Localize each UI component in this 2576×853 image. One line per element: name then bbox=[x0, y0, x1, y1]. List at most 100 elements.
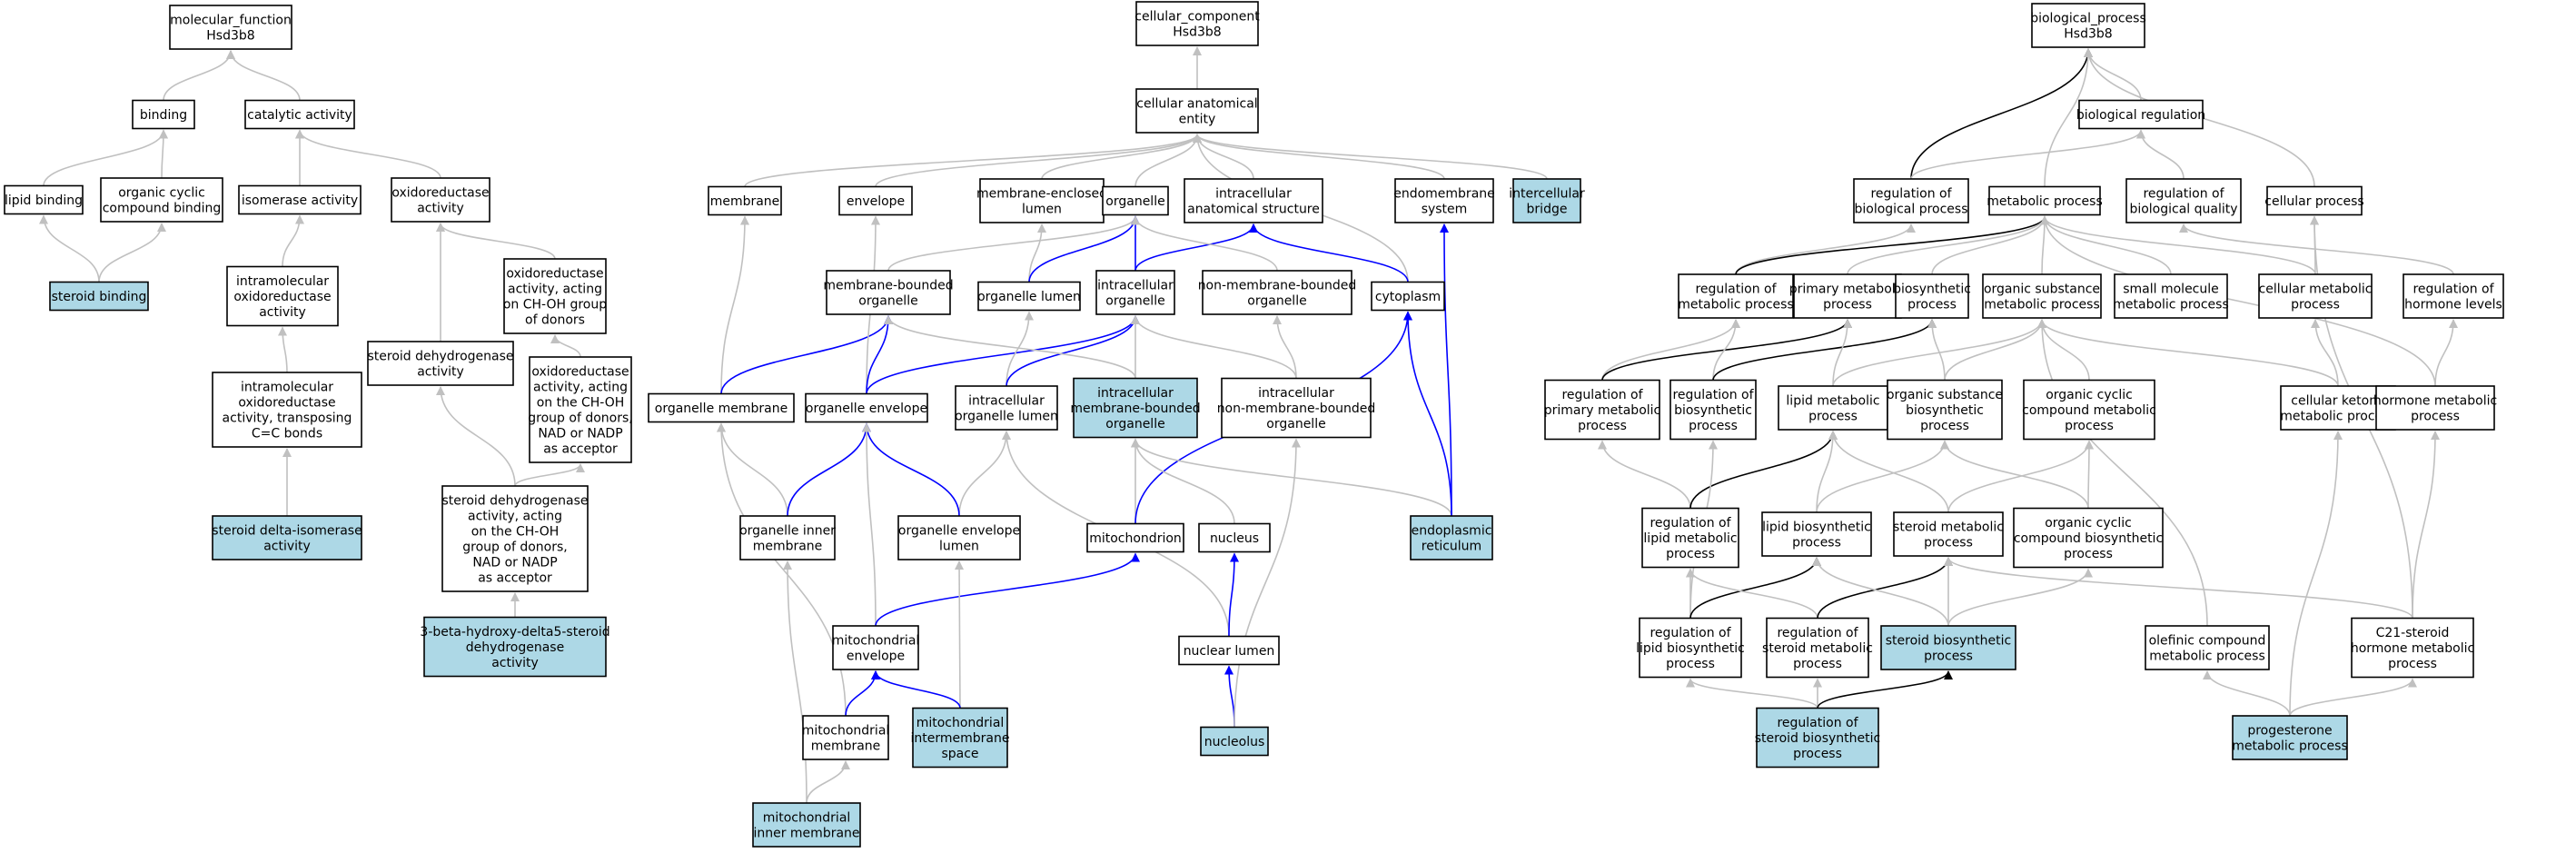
node-binding[interactable]: binding bbox=[132, 99, 195, 130]
node-box bbox=[1880, 625, 2016, 670]
node-catalytic[interactable]: catalytic activity bbox=[244, 99, 355, 130]
edge-steroid_dh_nad-to-oxred_nad bbox=[514, 463, 585, 487]
node-org-lumen[interactable]: organelle lumen bbox=[977, 281, 1081, 312]
node-label-line: regulation of bbox=[1650, 516, 1731, 531]
node-organelle[interactable]: organelle bbox=[1102, 185, 1169, 216]
node-isomerase[interactable]: isomerase activity bbox=[238, 184, 362, 215]
node-box bbox=[955, 385, 1058, 431]
node-nucleus[interactable]: nucleus bbox=[1198, 522, 1271, 553]
edge-endomembrane-to-anat_entity bbox=[1193, 134, 1445, 180]
node-box bbox=[1086, 522, 1184, 553]
edge-bio_reg-to-bp_root bbox=[2084, 48, 2142, 101]
node-label-line: process bbox=[2065, 419, 2114, 433]
node-box bbox=[1135, 1, 1259, 46]
edge-steroid_binding-to-lipid_binding bbox=[39, 214, 100, 283]
node-nuclear-lumen[interactable]: nuclear lumen bbox=[1178, 635, 1280, 666]
node-label-line: of donors bbox=[525, 313, 585, 328]
node-three-beta[interactable]: 3-beta-hydroxy-delta5-steroiddehydrogena… bbox=[420, 616, 610, 678]
node-label-line: lumen bbox=[939, 540, 979, 554]
node-envelope[interactable]: envelope bbox=[838, 185, 913, 216]
node-label-line: system bbox=[1422, 203, 1468, 217]
edge-intramol_ox-to-isomerase bbox=[282, 214, 304, 267]
node-box bbox=[1221, 377, 1372, 439]
node-cell-proc[interactable]: cellular process bbox=[2264, 185, 2364, 216]
edge-cell_ketone-to-cell_metab bbox=[2311, 319, 2339, 387]
node-label-line: group of donors, bbox=[528, 412, 632, 426]
node-membrane[interactable]: membrane bbox=[708, 185, 782, 216]
node-label-line: process bbox=[2064, 547, 2113, 561]
node-label-line: organic cyclic bbox=[2045, 516, 2132, 531]
node-intracell-nonmem-org[interactable]: intracellularnon-membrane-boundedorganel… bbox=[1217, 377, 1376, 439]
node-lipid-binding[interactable]: lipid binding bbox=[4, 184, 84, 215]
node-label-line: primary metabolic bbox=[1544, 403, 1661, 418]
node-org-envelope[interactable]: organelle envelope bbox=[805, 392, 928, 423]
node-label-line: mitochondrial bbox=[763, 811, 851, 826]
node-steroid-binding[interactable]: steroid binding bbox=[49, 281, 149, 312]
node-mitochondrion[interactable]: mitochondrion bbox=[1086, 522, 1184, 553]
node-bio-reg[interactable]: biological regulation bbox=[2076, 99, 2205, 130]
edge-org_env_lumen-to-intracell_org_lumen bbox=[958, 431, 1011, 517]
node-label-line: cellular process bbox=[2264, 194, 2363, 209]
node-metab-proc[interactable]: metabolic process bbox=[1986, 185, 2103, 216]
node-org-membrane[interactable]: organelle membrane bbox=[648, 392, 795, 423]
node-nucleolus[interactable]: nucleolus bbox=[1200, 726, 1269, 757]
edge-reg_lipid_metab-to-lipid_metab bbox=[1689, 431, 1838, 509]
node-cytoplasm[interactable]: cytoplasm bbox=[1371, 281, 1445, 312]
